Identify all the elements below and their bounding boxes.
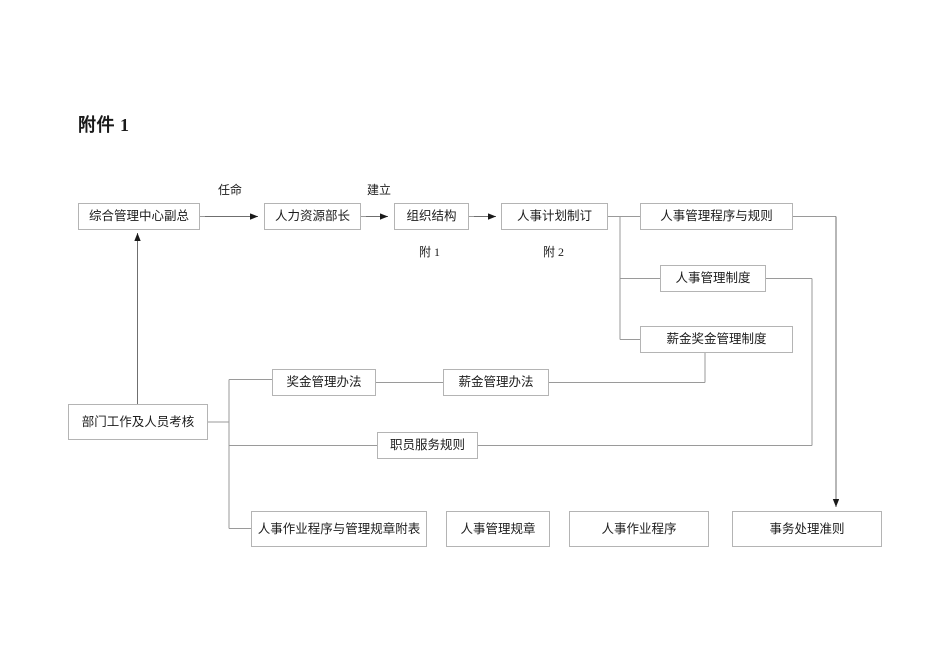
- node-salary-method[interactable]: 薪金管理办法: [443, 369, 549, 396]
- node-affairs-handling-rules[interactable]: 事务处理准则: [732, 511, 882, 547]
- page-title: 附件 1: [78, 115, 130, 135]
- node-hr-regulations[interactable]: 人事管理规章: [446, 511, 550, 547]
- node-hr-management-system[interactable]: 人事管理制度: [660, 265, 766, 292]
- node-label: 部门工作及人员考核: [81, 414, 195, 429]
- node-hr-procedure-rules[interactable]: 人事管理程序与规则: [640, 203, 793, 230]
- node-label: 人力资源部长: [274, 209, 350, 224]
- node-department-appraisal[interactable]: 部门工作及人员考核: [68, 404, 208, 440]
- node-label: 事务处理准则: [769, 521, 845, 536]
- node-label: 人事管理规章: [460, 521, 536, 536]
- note-label-appendix-1: 附 1: [419, 245, 441, 259]
- node-hr-plan[interactable]: 人事计划制订: [501, 203, 608, 230]
- node-deputy-gm[interactable]: 综合管理中心副总: [78, 203, 200, 230]
- edge-label-appoint: 任命: [218, 183, 243, 197]
- node-label: 人事管理制度: [675, 271, 751, 286]
- node-label: 薪金管理办法: [458, 375, 534, 390]
- node-hr-director[interactable]: 人力资源部长: [264, 203, 361, 230]
- node-label: 奖金管理办法: [286, 375, 362, 390]
- node-org-structure[interactable]: 组织结构: [394, 203, 469, 230]
- node-label: 人事作业程序与管理规章附表: [257, 521, 421, 536]
- note-label-appendix-2: 附 2: [543, 245, 565, 259]
- node-label: 人事管理程序与规则: [660, 209, 773, 224]
- node-label: 综合管理中心副总: [88, 209, 189, 224]
- node-staff-service-rules[interactable]: 职员服务规则: [377, 432, 478, 459]
- node-label: 薪金奖金管理制度: [666, 332, 767, 347]
- node-hr-operating-procedure[interactable]: 人事作业程序: [569, 511, 709, 547]
- node-label: 组织结构: [406, 209, 457, 224]
- node-bonus-method[interactable]: 奖金管理办法: [272, 369, 376, 396]
- node-label: 人事作业程序: [601, 521, 677, 536]
- node-hr-procedure-appendix[interactable]: 人事作业程序与管理规章附表: [251, 511, 427, 547]
- node-salary-bonus-system[interactable]: 薪金奖金管理制度: [640, 326, 793, 353]
- node-label: 职员服务规则: [389, 438, 465, 453]
- edge-label-establish: 建立: [367, 183, 392, 197]
- node-label: 人事计划制订: [516, 209, 592, 224]
